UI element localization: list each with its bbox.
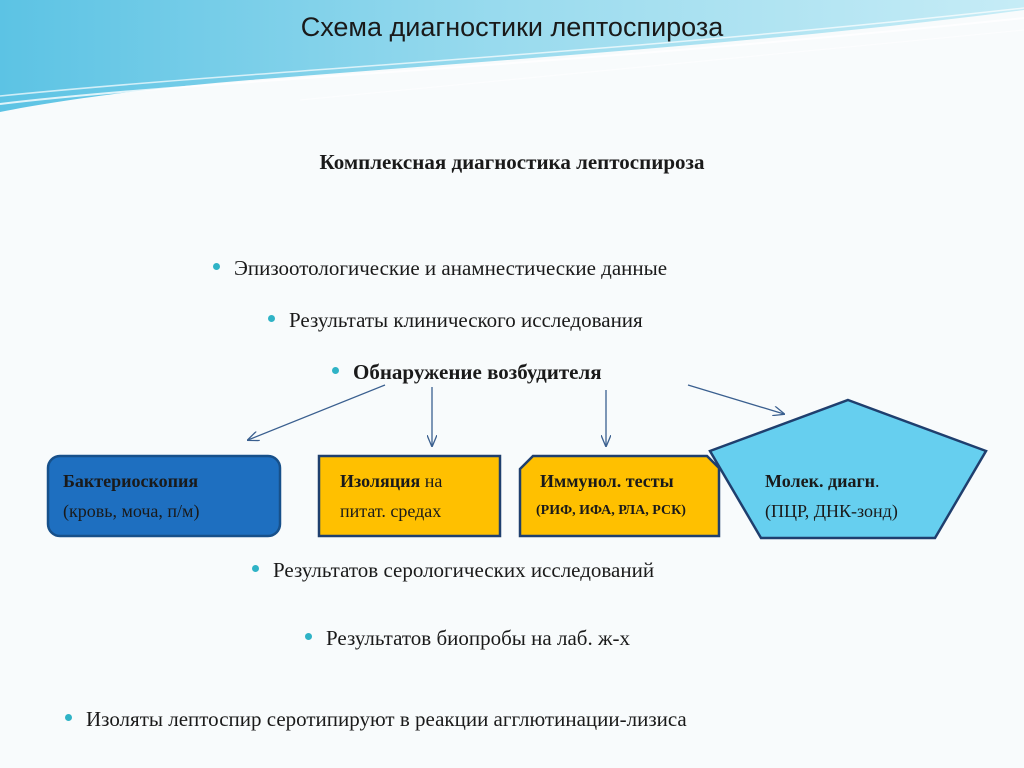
- bullet-text: Результаты клинического исследования: [289, 308, 643, 332]
- bullet-pathogen-detection: Обнаружение возбудителя: [332, 360, 602, 385]
- box-bacterioscopy: [46, 454, 282, 538]
- isolation-label: Изоляция на питат. средах: [340, 466, 442, 526]
- box-isolation: [317, 454, 502, 538]
- bullet-dot-icon: [305, 632, 312, 640]
- arrow-to-bacterioscopy: [248, 384, 386, 440]
- bullet-dot-icon: [65, 713, 72, 721]
- bullet-text: Результатов серологических исследований: [273, 558, 655, 582]
- bullet-text: Результатов биопробы на лаб. ж-х: [326, 626, 630, 650]
- bullet-bioassay: Результатов биопробы на лаб. ж-х: [305, 626, 630, 651]
- diagram-subtitle: Комплексная диагностика лептоспироза: [319, 150, 705, 174]
- molecular-label: Молек. диагн. (ПЦР, ДНК-зонд): [765, 466, 898, 526]
- immuno-title: Иммунол. тесты: [540, 471, 674, 491]
- bullet-clinical: Результаты клинического исследования: [268, 308, 643, 333]
- box-immuno: [518, 454, 721, 538]
- bacterioscopy-label: Бактериоскопия (кровь, моча, п/м): [63, 466, 199, 526]
- bullet-dot-icon: [252, 564, 259, 572]
- immuno-label: Иммунол. тесты (РИФ, ИФА, РЛА, РСК): [536, 466, 686, 526]
- slide-title: Схема диагностики лептоспироза: [300, 12, 724, 42]
- isolation-title-rest: на: [420, 471, 443, 491]
- bullet-epizootological: Эпизоотологические и анамнестические дан…: [213, 256, 667, 281]
- box-molecular: [708, 398, 988, 540]
- immuno-subtitle: (РИФ, ИФА, РЛА, РСК): [536, 503, 686, 518]
- bullet-dot-icon: [268, 314, 275, 322]
- bullet-text: Обнаружение возбудителя: [353, 360, 602, 384]
- arrow-to-molecular: [687, 384, 784, 414]
- bacterioscopy-title: Бактериоскопия: [63, 471, 199, 491]
- bacterioscopy-subtitle: (кровь, моча, п/м): [63, 501, 200, 521]
- bullet-dot-icon: [213, 262, 220, 270]
- bullet-text: Эпизоотологические и анамнестические дан…: [234, 256, 668, 280]
- bullet-text: Изоляты лептоспир серотипируют в реакции…: [86, 707, 687, 731]
- bullet-serology: Результатов серологических исследований: [252, 558, 654, 583]
- molecular-title: Молек. диагн: [765, 471, 875, 491]
- header-wave-decoration: [0, 0, 1024, 112]
- molecular-title-rest: .: [875, 471, 880, 491]
- bullet-dot-icon: [332, 366, 339, 374]
- bullet-serotyping: Изоляты лептоспир серотипируют в реакции…: [65, 707, 687, 732]
- molecular-subtitle: (ПЦР, ДНК-зонд): [765, 501, 898, 521]
- isolation-title: Изоляция: [340, 471, 421, 491]
- isolation-subtitle: питат. средах: [340, 501, 442, 521]
